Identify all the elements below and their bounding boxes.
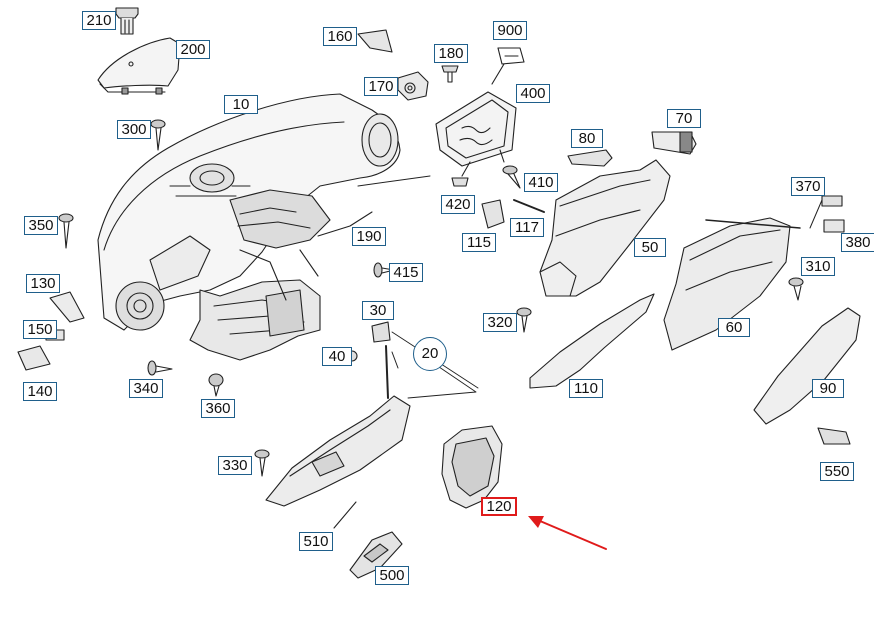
callout-420[interactable]: 420: [441, 195, 475, 214]
callout-400[interactable]: 400: [516, 84, 550, 103]
part-400-airbag[interactable]: [435, 91, 517, 177]
callout-170[interactable]: 170: [364, 77, 398, 96]
part-180-clip[interactable]: [441, 65, 459, 83]
part-120-glovebox-housing[interactable]: [441, 425, 503, 509]
part-370-clip[interactable]: [821, 195, 843, 207]
leader-lines: [357, 175, 823, 369]
part-20-glovebox-lid[interactable]: [265, 331, 479, 507]
callout-20[interactable]: 20: [413, 337, 447, 371]
callout-310[interactable]: 310: [801, 257, 835, 276]
callout-320[interactable]: 320: [483, 313, 517, 332]
part-410-screw[interactable]: [502, 165, 521, 189]
callout-210[interactable]: 210: [82, 11, 116, 30]
part-500-latch[interactable]: [349, 531, 403, 579]
part-130-bracket[interactable]: [49, 291, 85, 323]
callout-120-highlighted[interactable]: 120: [481, 497, 517, 516]
part-300-screw[interactable]: [150, 119, 166, 151]
callout-300[interactable]: 300: [117, 120, 151, 139]
callout-10[interactable]: 10: [224, 95, 258, 114]
callout-150[interactable]: 150: [23, 320, 57, 339]
part-340-screw[interactable]: [147, 360, 173, 376]
callout-200[interactable]: 200: [176, 40, 210, 59]
part-360-screw[interactable]: [208, 373, 224, 397]
callout-900[interactable]: 900: [493, 21, 527, 40]
callout-410[interactable]: 410: [524, 173, 558, 192]
part-210-plug[interactable]: [115, 7, 139, 35]
callout-115[interactable]: 115: [462, 233, 496, 252]
highlight-arrow: [528, 516, 607, 550]
callout-190[interactable]: 190: [352, 227, 386, 246]
part-70-switch[interactable]: [651, 131, 697, 155]
callout-117[interactable]: 117: [510, 218, 544, 237]
callout-330[interactable]: 330: [218, 456, 252, 475]
callout-60[interactable]: 60: [718, 318, 750, 337]
part-50-housing[interactable]: [539, 159, 671, 297]
part-117-pointer: [513, 199, 545, 213]
callout-110[interactable]: 110: [569, 379, 603, 398]
callout-160[interactable]: 160: [323, 27, 357, 46]
part-350-screw[interactable]: [58, 213, 74, 249]
part-30-latch[interactable]: [371, 321, 391, 399]
callout-90[interactable]: 90: [812, 379, 844, 398]
part-320-screw[interactable]: [516, 307, 532, 333]
part-170-bracket[interactable]: [397, 71, 429, 101]
part-160-trim[interactable]: [357, 29, 393, 53]
callout-510[interactable]: 510: [299, 532, 333, 551]
part-10-dashboard[interactable]: [97, 93, 401, 361]
callout-30[interactable]: 30: [362, 301, 394, 320]
part-80-clip[interactable]: [567, 149, 613, 167]
part-310-screw[interactable]: [788, 277, 804, 301]
callout-415[interactable]: 415: [389, 263, 423, 282]
part-380-clip[interactable]: [823, 219, 845, 233]
part-110-trim[interactable]: [529, 293, 655, 389]
callout-40[interactable]: 40: [322, 347, 352, 366]
callout-340[interactable]: 340: [129, 379, 163, 398]
callout-140[interactable]: 140: [23, 382, 57, 401]
callout-180[interactable]: 180: [434, 44, 468, 63]
part-420-clip[interactable]: [451, 177, 469, 187]
callout-500[interactable]: 500: [375, 566, 409, 585]
part-900-label[interactable]: [491, 47, 525, 85]
callout-350[interactable]: 350: [24, 216, 58, 235]
part-330-screw[interactable]: [254, 449, 270, 477]
callout-370[interactable]: 370: [791, 177, 825, 196]
part-550-latch[interactable]: [817, 427, 851, 445]
callout-380[interactable]: 380: [841, 233, 874, 252]
callout-550[interactable]: 550: [820, 462, 854, 481]
part-90-trim[interactable]: [753, 307, 861, 425]
part-140-bracket[interactable]: [17, 345, 51, 371]
part-115-bracket[interactable]: [481, 199, 505, 229]
callout-50[interactable]: 50: [634, 238, 666, 257]
part-190-cable[interactable]: [317, 211, 373, 237]
part-60-housing[interactable]: [663, 217, 801, 351]
callout-80[interactable]: 80: [571, 129, 603, 148]
callout-360[interactable]: 360: [201, 399, 235, 418]
part-510-strip[interactable]: [333, 501, 357, 529]
part-200-cover[interactable]: [97, 37, 181, 95]
callout-70[interactable]: 70: [667, 109, 701, 128]
callout-130[interactable]: 130: [26, 274, 60, 293]
